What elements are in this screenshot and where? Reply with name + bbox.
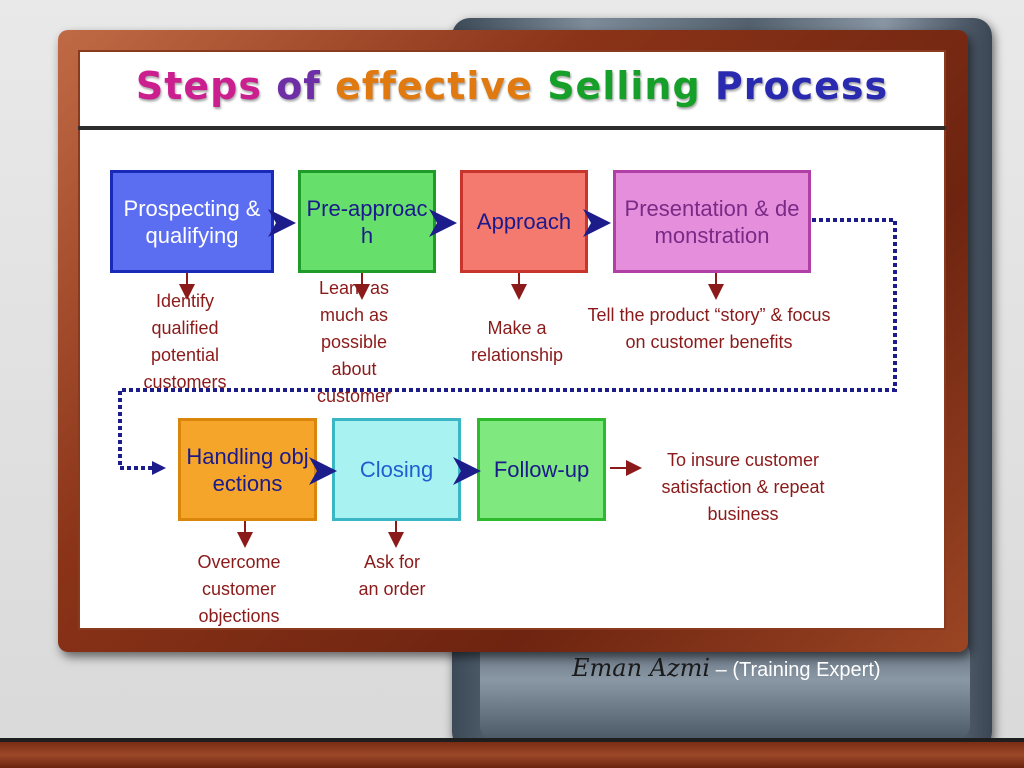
presenter-role: – (Training Expert)	[715, 659, 881, 681]
metal-frame-base	[480, 640, 970, 740]
step-box: Pre-approach	[298, 170, 436, 273]
step-description: Tell the product “story” & focus on cust…	[587, 305, 831, 352]
step-description: Learn as much as possible about customer	[316, 278, 392, 406]
title-word: Process	[714, 64, 889, 108]
chevron-right-icon	[429, 209, 457, 237]
step-box: Closing	[332, 418, 461, 521]
step-box: Follow-up	[477, 418, 606, 521]
title-divider	[78, 126, 946, 130]
title-word: of	[276, 64, 321, 108]
title-word: Steps	[135, 64, 262, 108]
step-description: Overcome customer objections	[197, 552, 281, 626]
step-box: Prospecting & qualifying	[110, 170, 274, 273]
shelf-edge	[0, 738, 1024, 744]
step-box: Handling objections	[178, 418, 317, 521]
chevron-right-icon	[268, 209, 296, 237]
wood-shelf	[0, 742, 1024, 768]
step-description: Identify qualified potential customers	[143, 291, 227, 392]
step-description: Make a relationship	[470, 318, 564, 365]
step-box: Presentation & demonstration	[613, 170, 811, 273]
title-word: Selling	[547, 64, 701, 108]
title-word: effective	[335, 64, 533, 108]
presenter-credit: Eman Azmi – (Training Expert)	[572, 654, 952, 682]
step-box: Approach	[460, 170, 588, 273]
chevron-right-icon	[453, 457, 481, 485]
chevron-right-icon	[583, 209, 611, 237]
presenter-name: Eman Azmi	[572, 654, 711, 682]
step-description: Ask for an order	[358, 552, 426, 599]
chevron-right-icon	[309, 457, 337, 485]
slide-title: Steps of effective Selling Process	[78, 64, 946, 108]
step-description: To insure customer satisfaction & repeat…	[661, 450, 825, 524]
